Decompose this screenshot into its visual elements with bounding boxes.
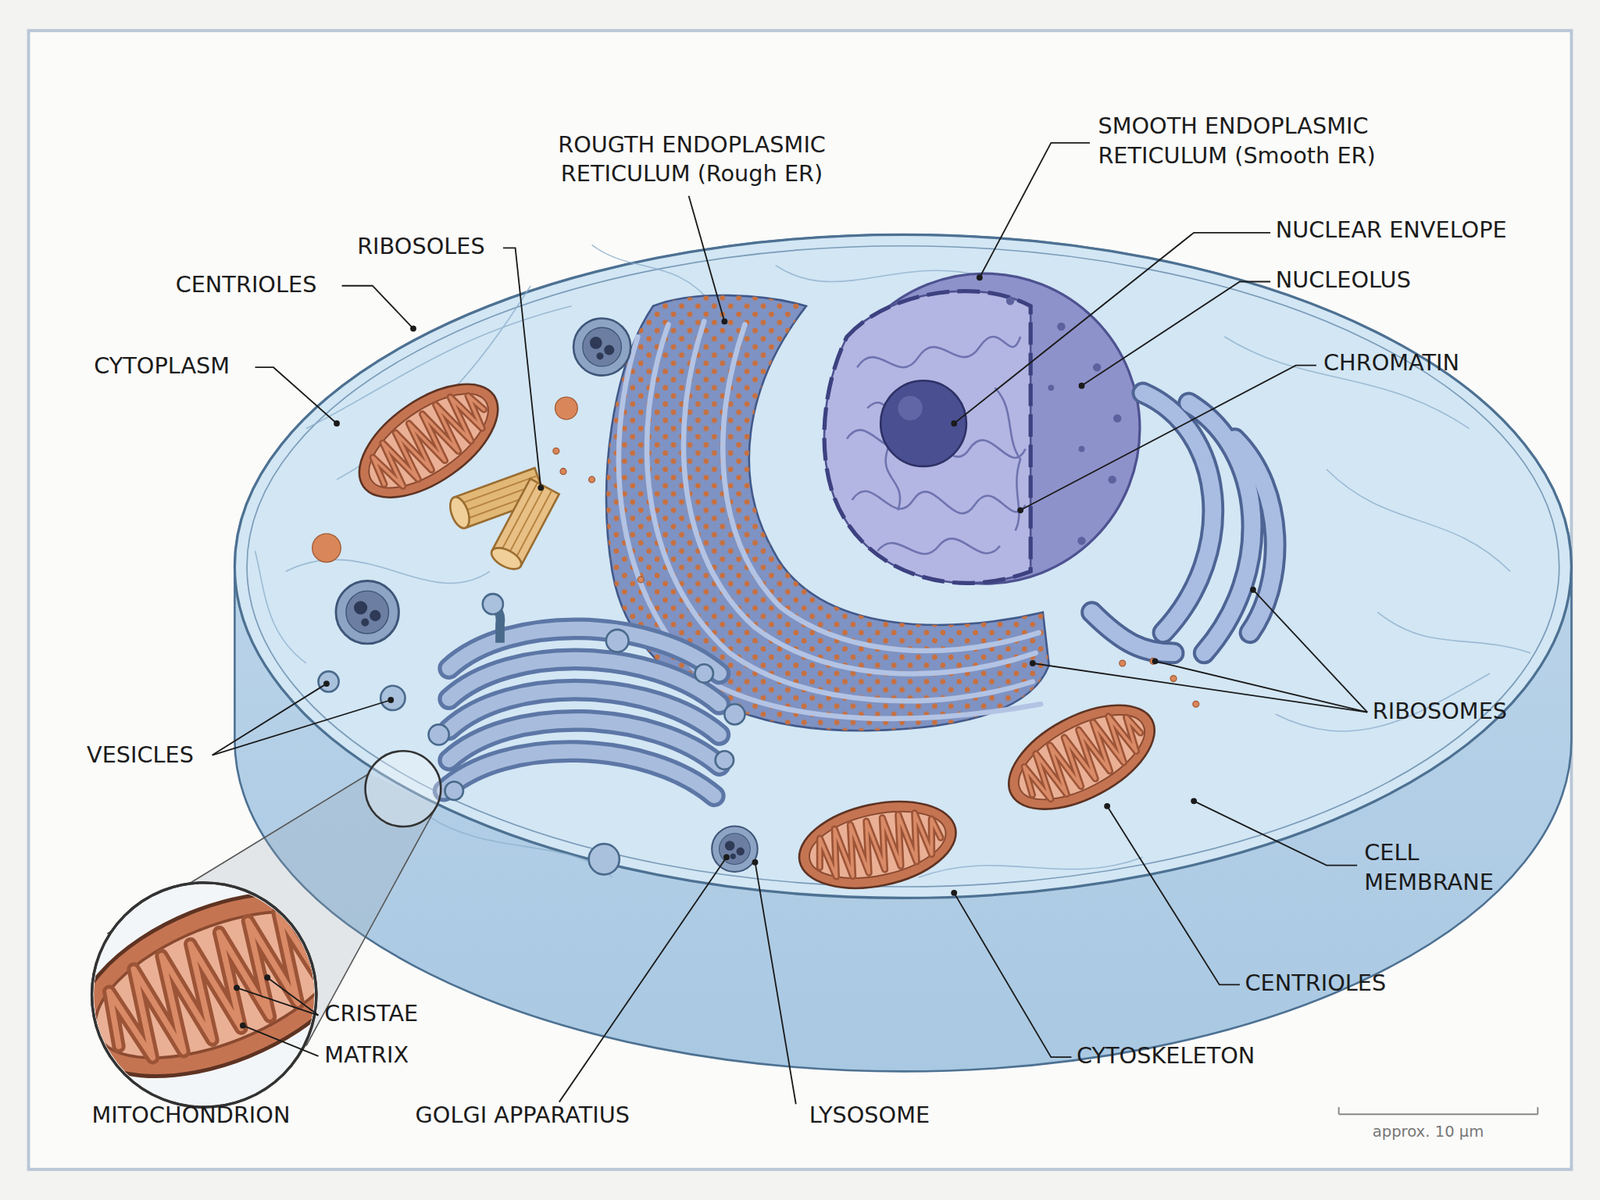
nucleus (824, 273, 1140, 584)
part-label: MITOCHONDRION (92, 1100, 291, 1130)
cytoskeleton-fibers (255, 244, 1532, 878)
scale-bar (1339, 1107, 1539, 1115)
part-label: SMOOTH ENDOPLASMIC RETICULUM (Smooth ER) (1097, 112, 1445, 172)
part-label: GOLGI APPARATIUS (415, 1100, 630, 1130)
part-label: CELL MEMBRANE (1364, 839, 1538, 898)
cell-body (234, 234, 1572, 1072)
smooth-er (1092, 392, 1276, 654)
part-label: MATRIX (324, 1040, 409, 1070)
leader-lines (212, 142, 1368, 1104)
part-label: NUCLEAR ENVELOPE (1275, 216, 1508, 246)
golgi-apparatus (428, 628, 746, 800)
part-label: CENTRIOLES (175, 270, 318, 300)
part-label: RIBOSOLES (357, 232, 486, 262)
part-label: CENTRIOLES (1244, 969, 1386, 999)
small-particles (312, 396, 1200, 708)
frame (28, 30, 1572, 1170)
part-label: RIBOSOMES (1372, 696, 1508, 726)
mitochondria (339, 361, 1172, 902)
part-label: ROUGTH ENDOPLASMIC RETICULUM (Rough ER) (528, 130, 856, 190)
part-label: NUCLEOLUS (1275, 266, 1411, 296)
magnifier-inset (50, 750, 441, 1114)
centriole (446, 467, 559, 574)
leader-dots (233, 274, 1257, 1029)
part-label: CYTOSKELETON (1076, 1042, 1255, 1072)
part-label: CRISTAE (324, 1000, 418, 1029)
part-label: approx. 10 μm (1372, 1122, 1485, 1143)
part-label: CYTOPLASM (93, 352, 230, 382)
part-label: CHROMATIN (1323, 349, 1460, 379)
part-label: VESICLES (86, 740, 194, 770)
part-label: LYSOSOME (809, 1100, 930, 1130)
lysosomes (335, 318, 758, 872)
